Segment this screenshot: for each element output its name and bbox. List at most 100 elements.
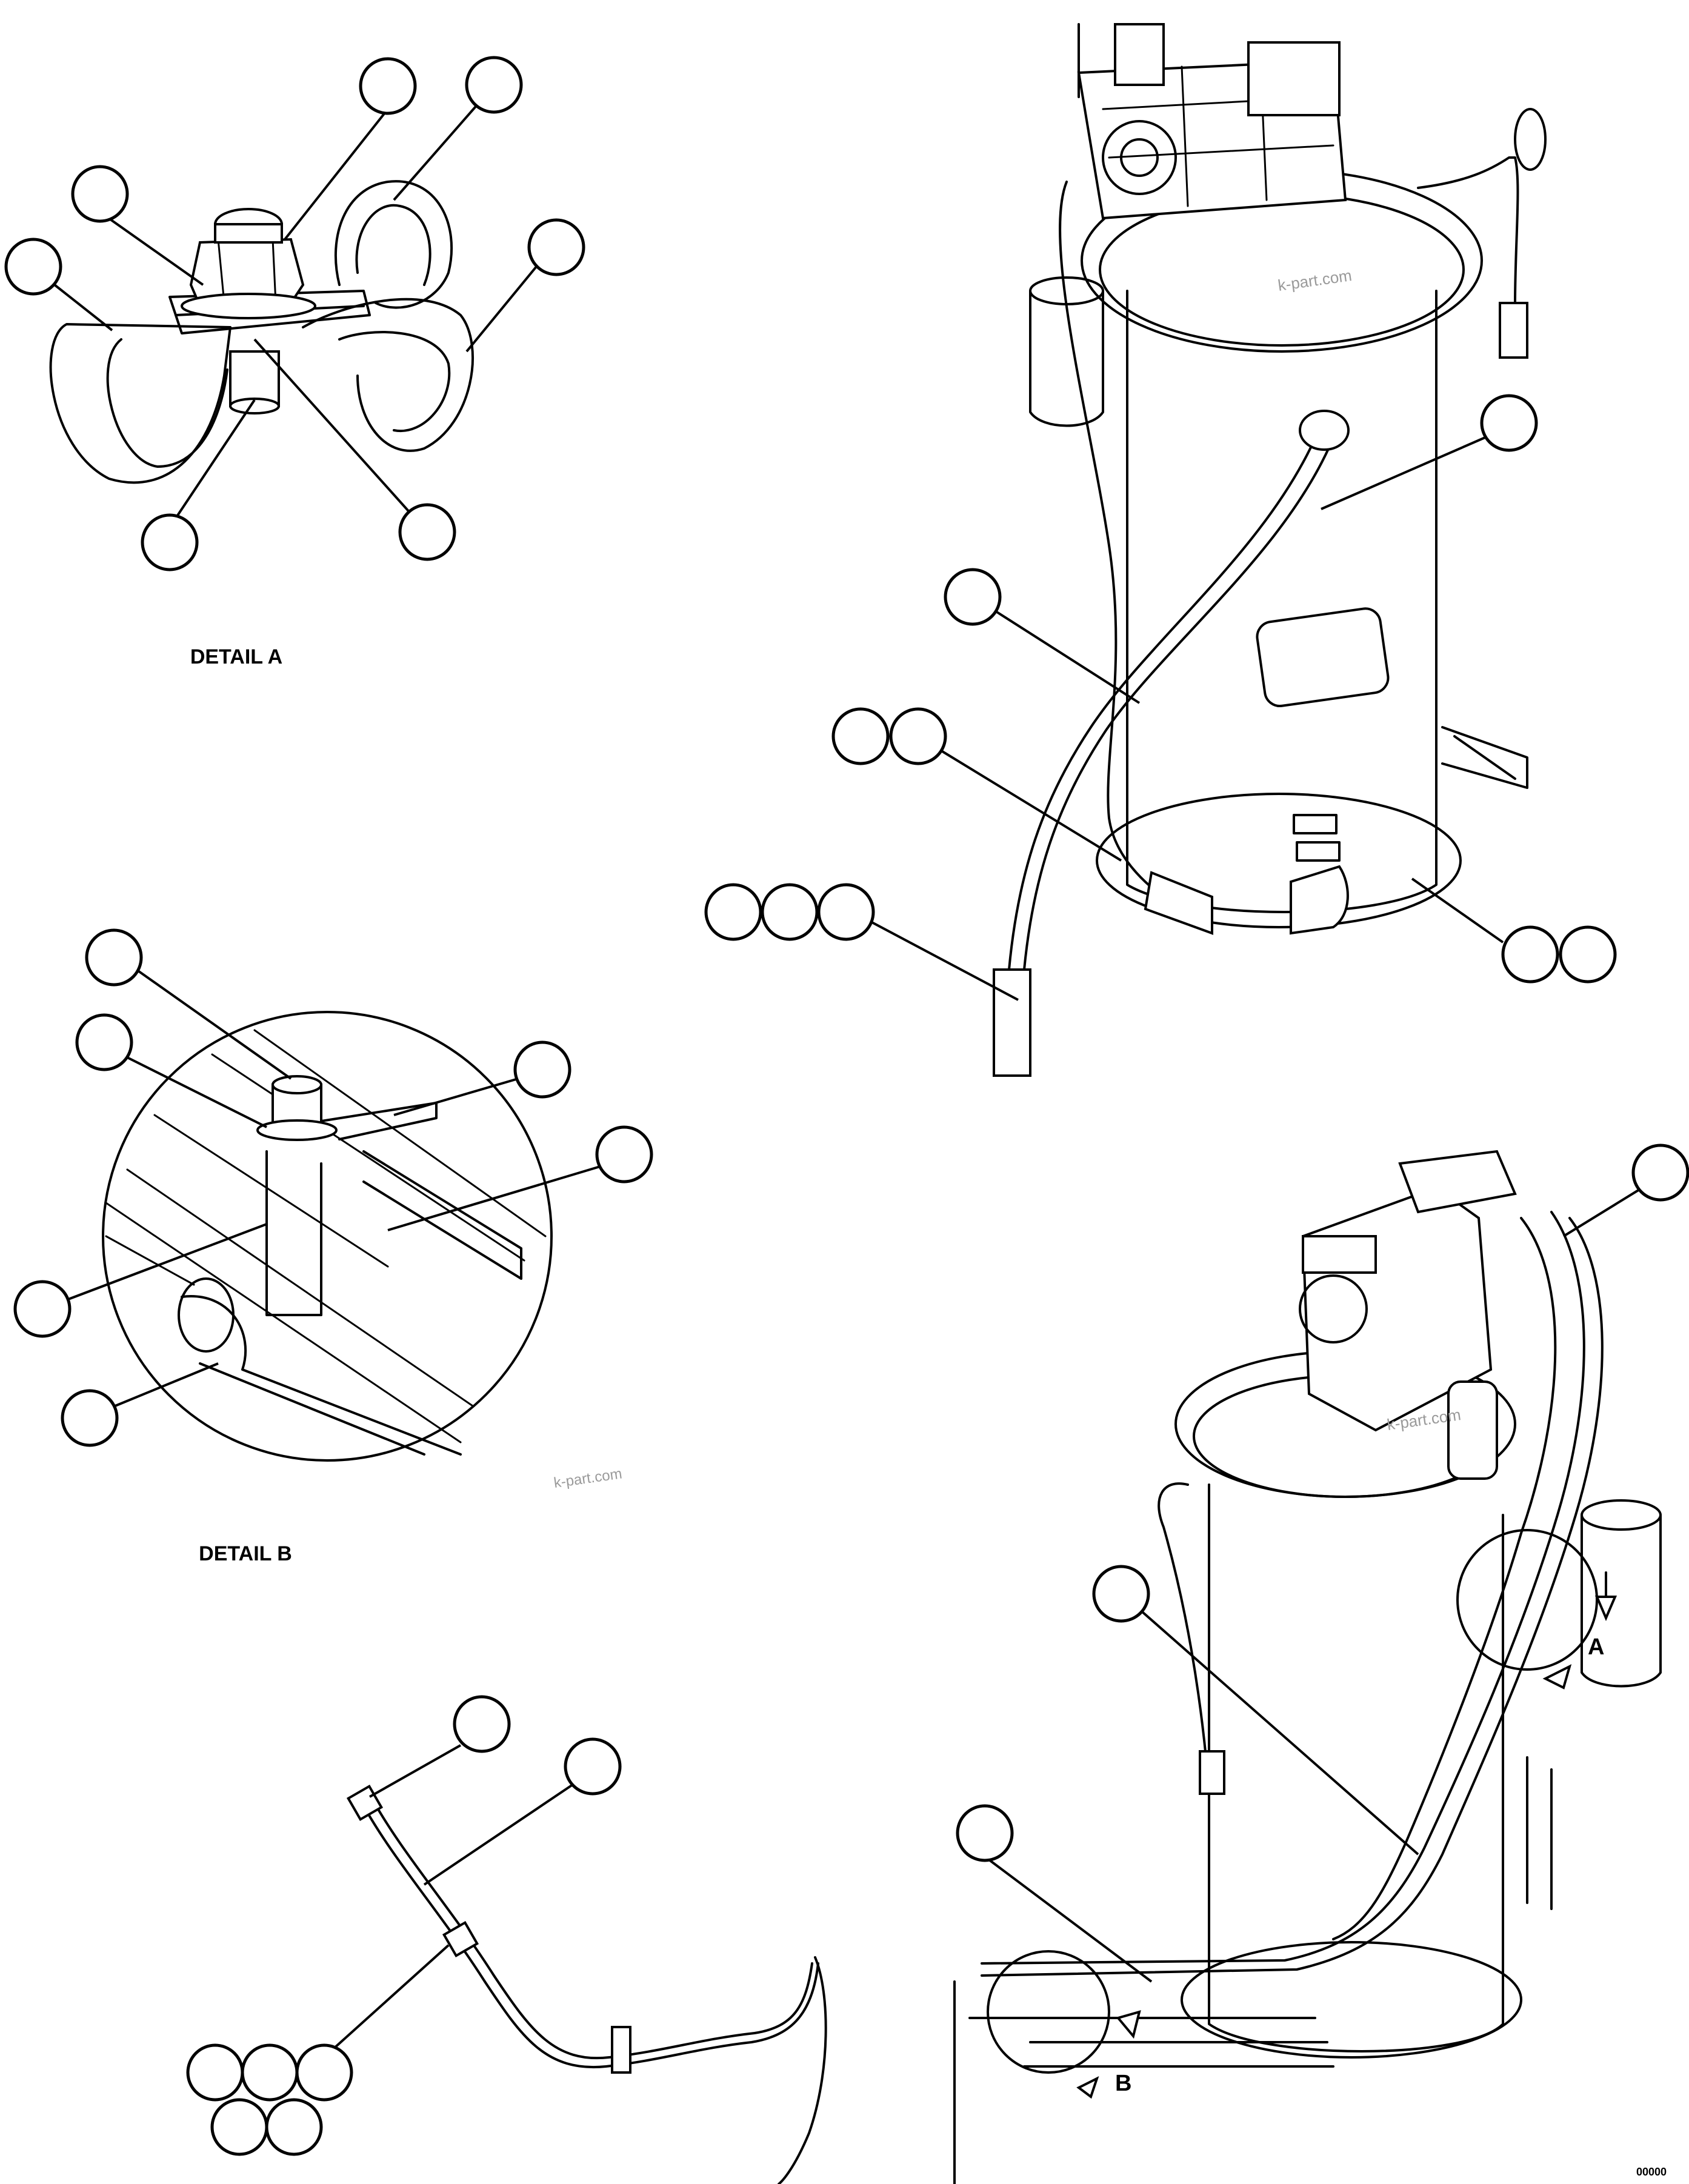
- callout-balloon[interactable]: [513, 1040, 571, 1099]
- callout-balloon[interactable]: [1092, 1565, 1150, 1623]
- detail-b-frame-lines: [105, 1029, 547, 1443]
- callout-balloon[interactable]: [944, 568, 1002, 626]
- tube-clip: [442, 1920, 479, 1958]
- watermark: k-part.com: [1277, 266, 1353, 295]
- callout-balloon[interactable]: [527, 218, 585, 276]
- tank-top-callouts: [704, 394, 1617, 1001]
- detail-a-caption: DETAIL A: [190, 645, 282, 668]
- callout-balloon[interactable]: [13, 1280, 72, 1338]
- callout-balloon[interactable]: [761, 883, 819, 941]
- callout-balloon[interactable]: [359, 57, 417, 115]
- leader-line: [284, 108, 389, 241]
- tube-assembly-illustration: [346, 1784, 827, 2184]
- callout-balloon[interactable]: [595, 1125, 653, 1184]
- callout-balloon[interactable]: [453, 1695, 511, 1753]
- callout-balloon[interactable]: [61, 1389, 119, 1447]
- tank-top-hose-inner: [1023, 429, 1338, 971]
- leader-line: [1562, 1187, 1644, 1237]
- tank-bottom-frame: [953, 1980, 1316, 2184]
- callout-balloon[interactable]: [1631, 1144, 1689, 1202]
- tank-bottom-filter-canister: [1581, 1514, 1662, 1688]
- tank-top-return-line: [1059, 181, 1183, 910]
- detail-a-left-loop-inner: [106, 338, 228, 468]
- detail-a-spacer: [229, 350, 280, 407]
- callout-balloon[interactable]: [295, 2043, 353, 2102]
- tank-bottom-callouts: [956, 1144, 1689, 1983]
- leader-line: [127, 1056, 267, 1128]
- leader-line: [369, 1744, 461, 1798]
- detail-b-tube-upper: [362, 1150, 522, 1280]
- leader-line: [387, 1165, 601, 1231]
- tube-line-inner: [371, 1799, 813, 2060]
- callout-balloon[interactable]: [889, 707, 947, 765]
- detail-b-caption: DETAIL B: [199, 1542, 292, 1565]
- leader-line: [175, 399, 256, 519]
- detail-a-nut-faces: [217, 238, 277, 304]
- leader-line: [393, 102, 480, 201]
- callout-balloon[interactable]: [4, 238, 62, 296]
- tank-top-filter-canister: [1029, 290, 1104, 427]
- detail-a-left-loop: [49, 323, 232, 484]
- tank-bottom-hose-1: [981, 1217, 1604, 1977]
- leader-line: [465, 265, 538, 353]
- tank-top-elbow-upper: [1299, 410, 1350, 451]
- view-a-arrow-head-lower: [1542, 1664, 1572, 1690]
- callout-balloon[interactable]: [1559, 925, 1617, 984]
- tank-top-motor: [1102, 120, 1177, 195]
- detail-a-washer: [181, 293, 316, 319]
- tank-bottom-filter-top: [1581, 1499, 1662, 1531]
- callout-balloon[interactable]: [704, 883, 762, 941]
- tank-outline-left: [778, 1956, 827, 2184]
- callout-balloon[interactable]: [71, 165, 129, 223]
- callout-balloon[interactable]: [141, 513, 199, 571]
- leader-line: [253, 338, 413, 516]
- tank-top-breather-line: [1417, 156, 1519, 304]
- callout-balloon[interactable]: [85, 928, 143, 987]
- callout-balloon[interactable]: [817, 883, 875, 941]
- leader-line: [1411, 877, 1504, 944]
- detail-a-right-loop-inner: [338, 331, 451, 433]
- leader-line: [981, 1853, 1153, 1983]
- callout-balloon[interactable]: [186, 2043, 244, 2102]
- callout-balloon[interactable]: [1501, 925, 1559, 984]
- callout-balloon[interactable]: [265, 2098, 323, 2156]
- detail-b-reference-circle: [987, 1950, 1110, 2074]
- detail-a-upper-loop-inner: [355, 204, 431, 286]
- tank-bottom-gauge-line: [1158, 1482, 1207, 1759]
- detail-a-reference-circle: [1456, 1529, 1598, 1671]
- view-b-arrow-head-lower: [1076, 2076, 1099, 2099]
- tank-top-pump-details: [1102, 62, 1334, 207]
- tank-top-breather-loop: [1514, 108, 1547, 171]
- callout-balloon[interactable]: [398, 503, 456, 561]
- callout-balloon[interactable]: [75, 1013, 133, 1071]
- callout-balloon[interactable]: [956, 1804, 1014, 1862]
- watermark: k-part.com: [553, 1465, 623, 1491]
- callout-balloon[interactable]: [210, 2098, 268, 2156]
- detail-b-tube-lower: [181, 1295, 462, 1456]
- tube-end-fitting: [346, 1784, 384, 1822]
- callout-balloon[interactable]: [564, 1737, 622, 1796]
- tank-top-lid: [1099, 193, 1465, 347]
- callout-balloon[interactable]: [241, 2043, 299, 2102]
- detail-b-callouts: DETAIL B: [13, 928, 653, 1565]
- tank-top-small-plate-1: [1293, 814, 1338, 834]
- tank-top-illustration: k-part.com: [993, 23, 1547, 1077]
- detail-a-bolt-shank: [214, 223, 283, 244]
- tank-top-elbow: [1290, 865, 1349, 935]
- tank-top-valve-block: [1247, 41, 1341, 116]
- detail-a-spacer-end: [229, 398, 280, 414]
- detail-b-tube-end: [178, 1277, 235, 1353]
- detail-b-circle: [102, 1011, 553, 1462]
- leader-line: [1141, 1611, 1419, 1856]
- detail-a-illustration: [49, 180, 474, 484]
- detail-b-nut-top: [272, 1075, 322, 1094]
- callout-balloon[interactable]: [1480, 394, 1538, 452]
- callout-balloon[interactable]: [465, 56, 523, 114]
- tank-top-breather-cap: [1499, 302, 1528, 359]
- tube-assembly-callouts: [186, 1695, 622, 2156]
- callout-balloon[interactable]: [831, 707, 890, 765]
- view-a-label: A: [1588, 1634, 1604, 1660]
- tank-top-body: [1126, 290, 1437, 913]
- tank-top-hose-end: [993, 968, 1031, 1077]
- tube-line-outer: [362, 1805, 819, 2069]
